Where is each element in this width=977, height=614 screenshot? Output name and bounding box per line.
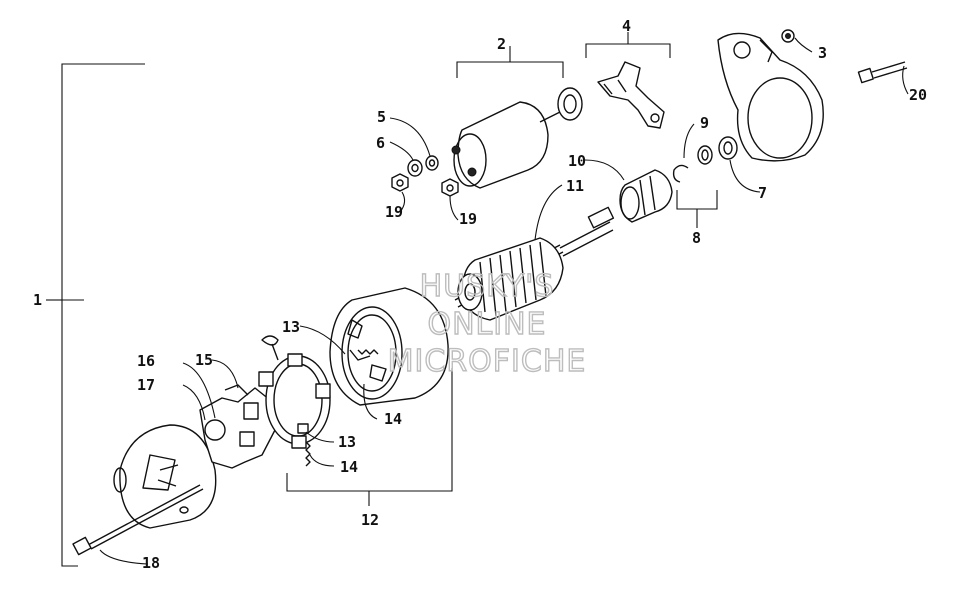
callout-14-lower: 14	[340, 458, 358, 476]
callout-2: 2	[497, 35, 506, 53]
parts-clip-washer-bushing	[672, 136, 738, 228]
callout-5: 5	[377, 108, 386, 126]
callout-14-upper: 14	[384, 410, 402, 428]
part-brush-spring-lower	[297, 423, 311, 467]
part-yoke-frame	[329, 287, 449, 406]
watermark-line-2: ONLINE	[427, 307, 546, 342]
part-pinion-drive	[619, 169, 673, 223]
leader-lines	[46, 37, 909, 565]
callout-10: 10	[568, 152, 586, 170]
callout-19-left: 19	[385, 203, 403, 221]
callout-20: 20	[909, 86, 927, 104]
callout-labels: 1 2 3 4 5 6 7 8 9 10 11 12 13 13 14 14 1…	[33, 17, 927, 572]
callout-17: 17	[137, 376, 155, 394]
callout-13-lower: 13	[338, 433, 356, 451]
part-shift-lever	[585, 32, 671, 129]
callout-19-right: 19	[459, 210, 477, 228]
callout-7: 7	[758, 184, 767, 202]
callout-8: 8	[692, 229, 701, 247]
part-front-housing	[717, 29, 824, 162]
part-rear-cover	[113, 424, 217, 529]
callout-11: 11	[566, 177, 584, 195]
callout-18: 18	[142, 554, 160, 572]
parts-terminal-nuts-washers	[391, 155, 459, 197]
part-brush-holder	[258, 335, 331, 449]
callout-13-upper: 13	[282, 318, 300, 336]
part-through-bolt	[72, 484, 204, 556]
callout-4: 4	[622, 17, 631, 35]
part-mounting-bolt	[857, 61, 908, 84]
callout-9: 9	[700, 114, 709, 132]
callout-15: 15	[195, 351, 213, 369]
callout-3: 3	[818, 44, 827, 62]
part-brush-plate	[199, 384, 276, 469]
part-armature	[454, 206, 615, 321]
callout-12: 12	[361, 511, 379, 529]
callout-16: 16	[137, 352, 155, 370]
callout-6: 6	[376, 134, 385, 152]
watermark-line-3: MICROFICHE	[388, 344, 587, 379]
bracket-assembly-12	[286, 368, 453, 506]
watermark-line-1: HUSKY'S	[420, 269, 555, 304]
part-solenoid	[451, 46, 583, 189]
callout-1: 1	[33, 291, 42, 309]
watermark: HUSKY'S ONLINE MICROFICHE	[387, 268, 587, 379]
